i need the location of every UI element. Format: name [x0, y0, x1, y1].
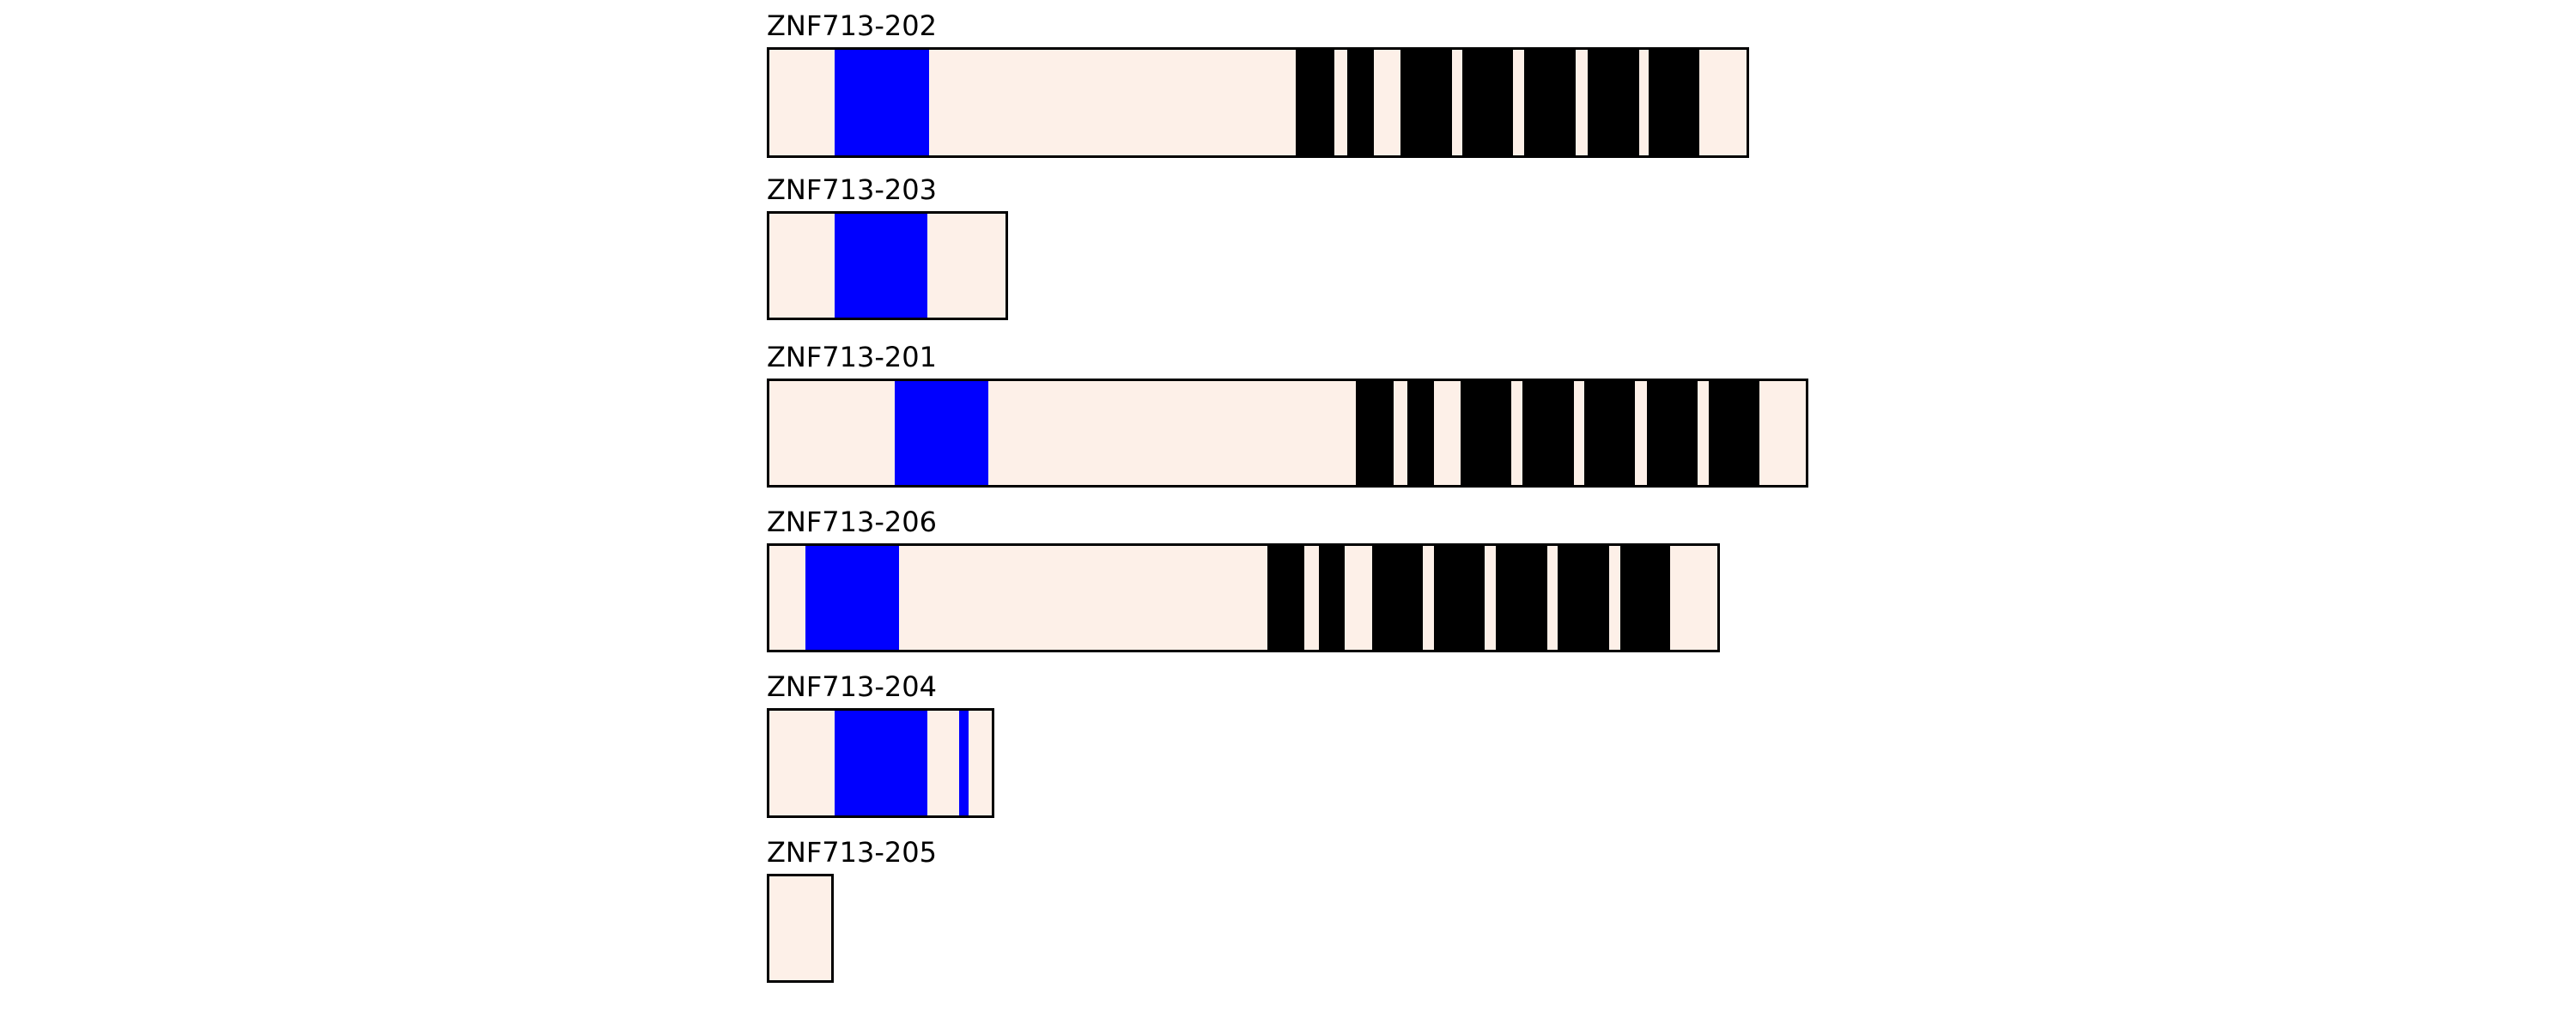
- track-label: ZNF713-201: [767, 341, 937, 373]
- domain-block-blue: [835, 711, 927, 815]
- domain-block-black: [1558, 546, 1609, 650]
- transcript-bar: [767, 47, 1749, 158]
- track-label: ZNF713-204: [767, 670, 937, 703]
- track-label: ZNF713-202: [767, 9, 937, 42]
- domain-block-black: [1620, 546, 1670, 650]
- domain-block-black: [1522, 381, 1574, 485]
- transcript-bar: [767, 708, 994, 818]
- domain-block-blue: [835, 50, 929, 155]
- domain-block-black: [1347, 50, 1374, 155]
- domain-block-black: [1407, 381, 1434, 485]
- domain-block-black: [1267, 546, 1304, 650]
- track-label: ZNF713-206: [767, 506, 937, 538]
- domain-block-black: [1434, 546, 1485, 650]
- domain-block-blue: [895, 381, 988, 485]
- domain-block-black: [1588, 50, 1639, 155]
- domain-block-black: [1647, 381, 1698, 485]
- domain-block-black: [1461, 381, 1511, 485]
- domain-block-blue: [959, 711, 969, 815]
- domain-block-black: [1524, 50, 1576, 155]
- track-label: ZNF713-203: [767, 173, 937, 206]
- track-label: ZNF713-205: [767, 836, 937, 869]
- domain-block-black: [1496, 546, 1547, 650]
- transcript-bar: [767, 874, 834, 983]
- domain-block-blue: [835, 214, 927, 318]
- domain-block-black: [1400, 50, 1452, 155]
- domain-block-black: [1709, 381, 1759, 485]
- domain-block-black: [1649, 50, 1699, 155]
- domain-block-black: [1372, 546, 1423, 650]
- domain-block-black: [1356, 381, 1394, 485]
- transcript-bar: [767, 211, 1008, 320]
- domain-block-black: [1319, 546, 1345, 650]
- domain-block-black: [1296, 50, 1334, 155]
- domain-block-black: [1462, 50, 1513, 155]
- transcript-bar: [767, 543, 1720, 652]
- transcript-bar: [767, 379, 1808, 488]
- domain-block-blue: [805, 546, 899, 650]
- domain-block-black: [1584, 381, 1635, 485]
